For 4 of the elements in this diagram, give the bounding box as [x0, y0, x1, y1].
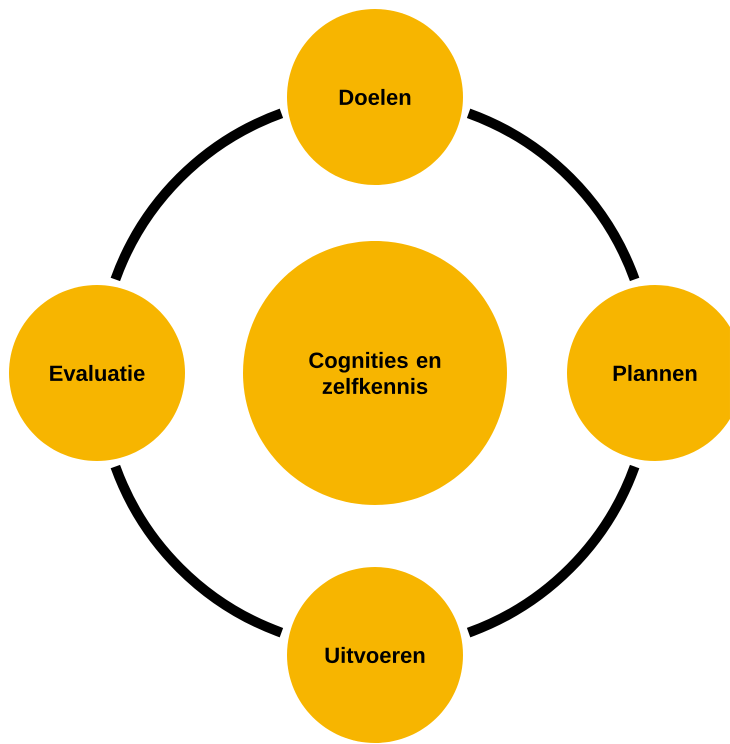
ring-arc: [466, 464, 640, 638]
ring-arc: [466, 108, 640, 282]
ring-arc: [110, 108, 284, 282]
ring-arc: [110, 464, 284, 638]
